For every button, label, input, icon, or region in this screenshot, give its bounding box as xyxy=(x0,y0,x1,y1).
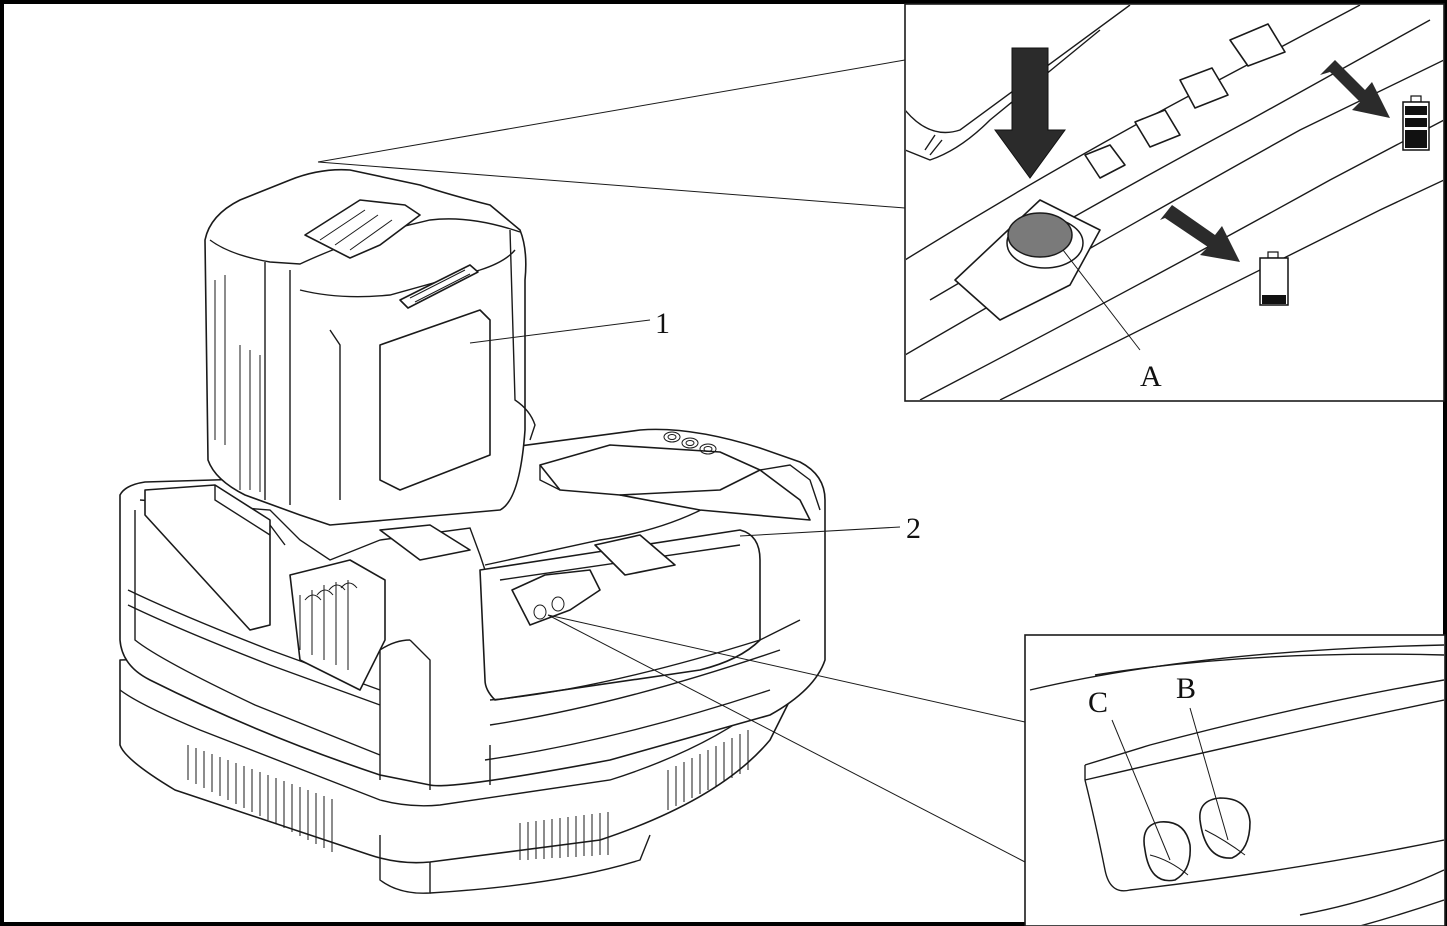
battery-pack xyxy=(204,168,536,526)
detail-label-b: B xyxy=(1176,672,1196,705)
battery-full-icon xyxy=(1402,95,1430,151)
detail-label-c: C xyxy=(1088,686,1108,719)
charger-base xyxy=(119,428,826,894)
led-c xyxy=(1143,821,1192,882)
release-button xyxy=(1007,212,1073,258)
part-label-2: 2 xyxy=(906,512,921,545)
charge-indicator-arrow-low xyxy=(1160,205,1240,262)
detail-label-a: A xyxy=(1140,360,1162,393)
charge-indicator-arrow-full xyxy=(1320,60,1390,118)
vent-grille-front xyxy=(519,730,749,860)
press-down-arrow xyxy=(994,47,1066,179)
indicator-leds xyxy=(663,431,717,455)
detail-view-indicator-leds: C B xyxy=(1024,634,1446,926)
battery-low-icon xyxy=(1259,251,1289,306)
vent-grille-left xyxy=(187,745,333,852)
detail-view-release-button: A xyxy=(904,3,1445,402)
part-label-1: 1 xyxy=(655,307,670,340)
